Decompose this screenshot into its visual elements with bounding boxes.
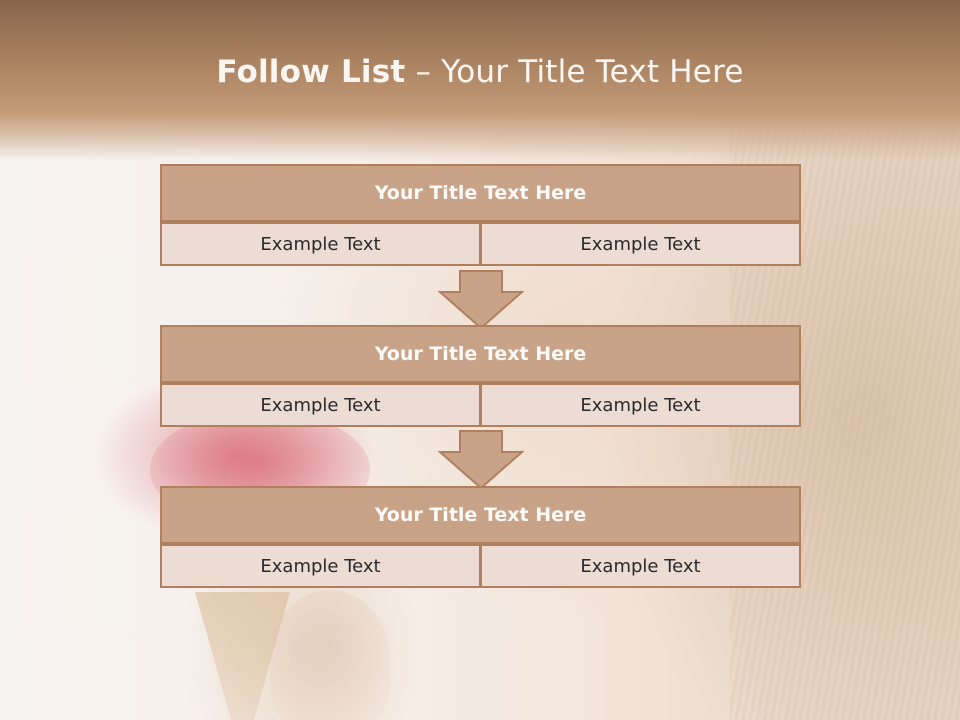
- block-cell-left: Example Text: [160, 544, 481, 588]
- block-cell-left: Example Text: [160, 383, 481, 427]
- slide-title-bold: Follow List: [216, 54, 406, 90]
- block-cell-right: Example Text: [480, 544, 801, 588]
- block-cell-left: Example Text: [160, 222, 481, 266]
- slide-title: Follow List – Your Title Text Here: [0, 54, 960, 90]
- block-cell-right: Example Text: [480, 222, 801, 266]
- slide-title-rest: – Your Title Text Here: [405, 54, 744, 90]
- block-title: Your Title Text Here: [160, 164, 801, 222]
- background-photo-hand: [270, 590, 390, 720]
- block-title: Your Title Text Here: [160, 486, 801, 544]
- title-band: [0, 0, 960, 160]
- block-cell-right: Example Text: [480, 383, 801, 427]
- down-arrow-icon: [438, 430, 524, 490]
- block-title: Your Title Text Here: [160, 325, 801, 383]
- down-arrow-icon: [438, 270, 524, 330]
